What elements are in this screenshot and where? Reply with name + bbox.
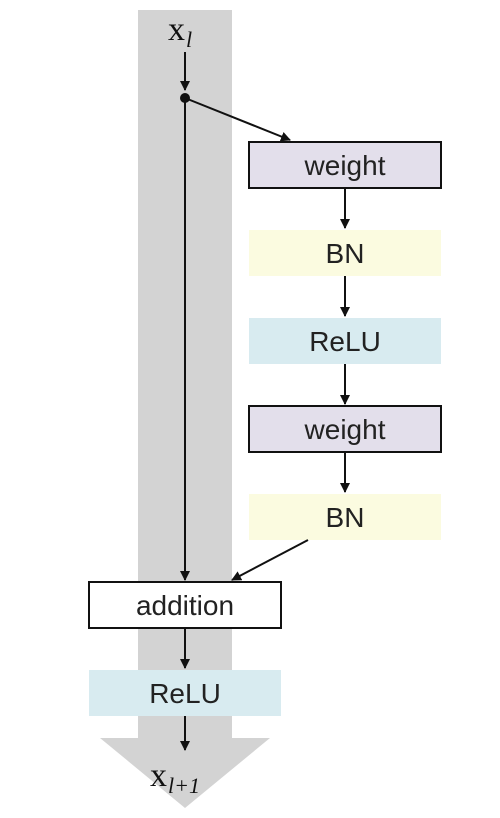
relu-label-1: ReLU: [309, 326, 381, 357]
bn-label-2: BN: [326, 502, 365, 533]
bn-box-1: [249, 230, 441, 276]
relu-box-1: [249, 318, 441, 364]
residual-merge-arrow: [231, 539, 309, 581]
addition-box: [88, 581, 282, 629]
relu-box-output: [89, 670, 281, 716]
weight-box-2: [248, 405, 442, 453]
branch-arrow: [184, 97, 291, 142]
bn-box-2: [249, 494, 441, 540]
relu-label-output: ReLU: [149, 678, 221, 709]
input-label: xl: [168, 11, 192, 52]
addition-label: addition: [136, 590, 234, 621]
output-label: xl+1: [150, 757, 200, 798]
bn-label-1: BN: [326, 238, 365, 269]
weight-label-1: weight: [304, 150, 386, 181]
weight-label-2: weight: [304, 414, 386, 445]
